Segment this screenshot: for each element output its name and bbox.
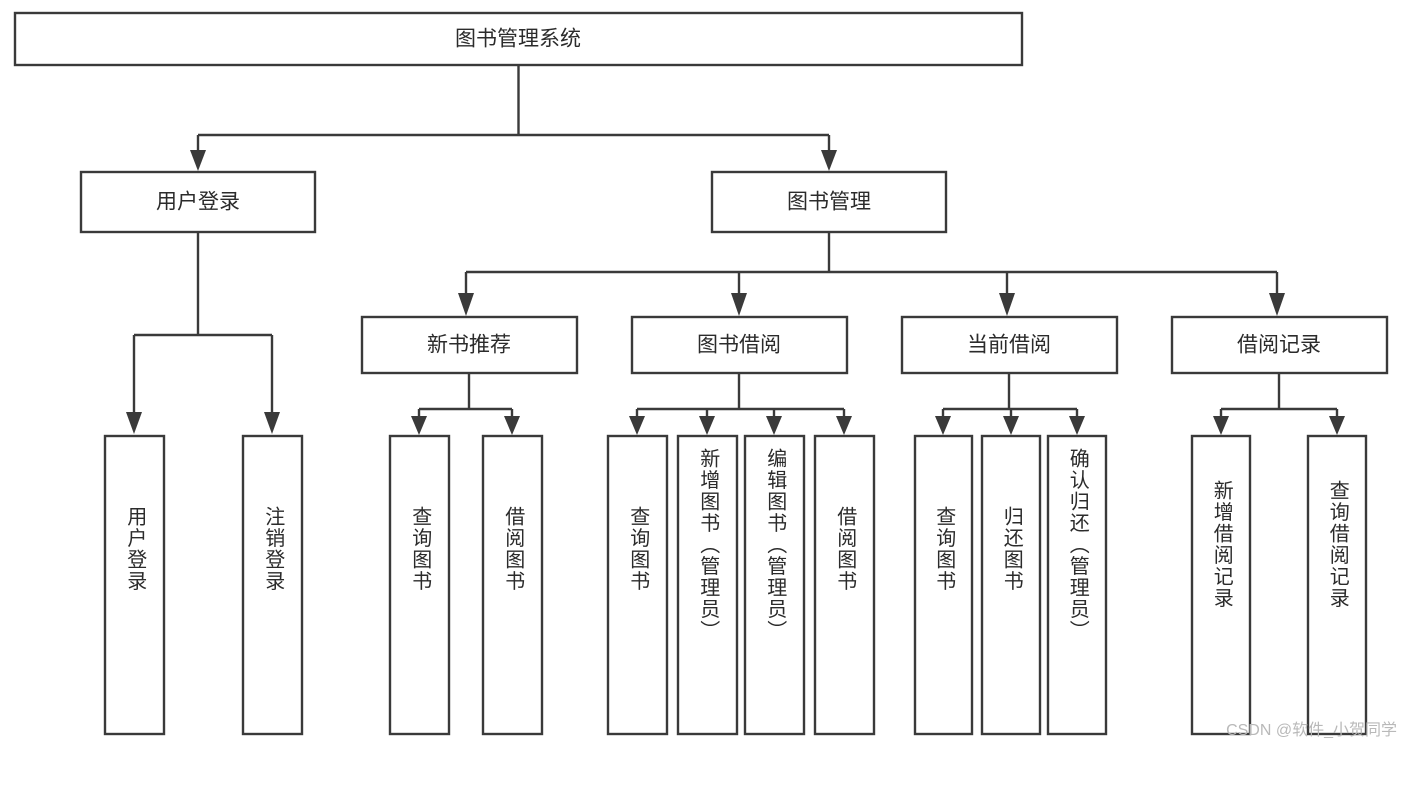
arrow-head-borrow-record [1269,293,1285,316]
node-new-book-recommend-rect[interactable] [360,315,579,375]
node-leaf-query-book-2-rect[interactable] [606,434,669,736]
leaf-rect-layer [103,434,1368,736]
arrow-head-leaf-query-record [1329,416,1345,435]
node-leaf-return-book-rect[interactable] [980,434,1042,736]
node-leaf-borrow-book-1-rect[interactable] [481,434,544,736]
arrow-head-leaf-borrow-book-1 [504,416,520,435]
arrow-head-leaf-return-book [1003,416,1019,435]
node-book-borrow-rect[interactable] [630,315,849,375]
node-new-book-recommend[interactable]: 新书推荐 [360,315,579,375]
node-root-rect[interactable] [13,11,1024,67]
node-leaf-query-book-3-rect[interactable] [913,434,974,736]
node-leaf-edit-book-rect[interactable] [743,434,806,736]
arrow-head-leaf-user-logout [264,412,280,434]
arrow-head-leaf-edit-book [766,416,782,435]
node-book-manage-label: 图书管理 [787,191,871,214]
node-leaf-add-record-rect[interactable] [1190,434,1252,736]
node-leaf-user-logout-rect[interactable] [241,434,304,736]
node-leaf-add-book-rect[interactable] [676,434,739,736]
node-borrow-record-rect[interactable] [1170,315,1389,375]
node-user-login-label: 用户登录 [156,191,240,214]
arrow-head-leaf-query-book-2 [629,416,645,435]
node-leaf-query-book-1-rect[interactable] [388,434,451,736]
arrow-head-book-manage [821,150,837,171]
node-current-borrow-label: 当前借阅 [967,334,1051,357]
node-leaf-query-record-rect[interactable] [1306,434,1368,736]
node-root-label: 图书管理系统 [455,28,581,51]
arrow-head-leaf-user-login [126,412,142,434]
node-borrow-record[interactable]: 借阅记录 [1170,315,1389,375]
node-current-borrow-rect[interactable] [900,315,1119,375]
node-leaf-borrow-book-2-rect[interactable] [813,434,876,736]
arrow-head-user-login [190,150,206,171]
tree-diagram-svg: 图书管理系统 用户登录 图书管理 新书推荐 图书借阅 当前 [13,11,1389,736]
node-new-book-recommend-label: 新书推荐 [427,334,511,357]
flowchart-canvas: 图书管理系统 用户登录 图书管理 新书推荐 图书借阅 当前 [13,11,1397,739]
arrow-head-leaf-borrow-book-2 [836,416,852,435]
node-root[interactable]: 图书管理系统 [13,11,1024,67]
arrow-head-leaf-add-book [699,416,715,435]
node-book-borrow[interactable]: 图书借阅 [630,315,849,375]
node-book-borrow-label: 图书借阅 [697,334,781,357]
arrow-head-leaf-query-book-3 [935,416,951,435]
connector-layer [126,65,1345,435]
node-user-login[interactable]: 用户登录 [79,170,317,234]
node-current-borrow[interactable]: 当前借阅 [900,315,1119,375]
arrow-head-current-borrow [999,293,1015,316]
arrow-head-new-book-recommend [458,293,474,316]
node-leaf-user-login-rect[interactable] [103,434,166,736]
node-user-login-rect[interactable] [79,170,317,234]
node-leaf-confirm-return-rect[interactable] [1046,434,1108,736]
node-book-manage-rect[interactable] [710,170,948,234]
arrow-head-leaf-confirm-return [1069,416,1085,435]
arrow-head-leaf-add-record [1213,416,1229,435]
node-book-manage[interactable]: 图书管理 [710,170,948,234]
csdn-watermark: CSDN @软件_小贺同学 [1226,722,1397,739]
node-borrow-record-label: 借阅记录 [1237,334,1321,357]
node-layer: 图书管理系统 用户登录 图书管理 新书推荐 图书借阅 当前 [13,11,1389,736]
arrow-head-book-borrow [731,293,747,316]
arrow-head-leaf-query-book-1 [411,416,427,435]
